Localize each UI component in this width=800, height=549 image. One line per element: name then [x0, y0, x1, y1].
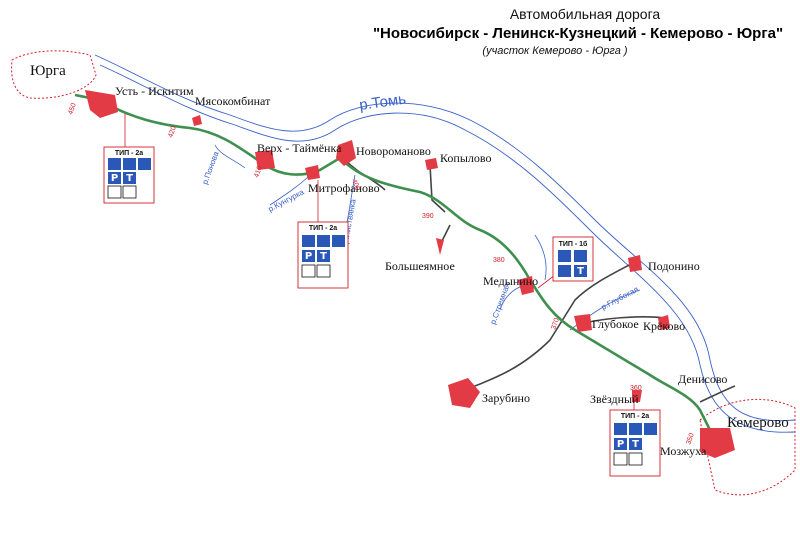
- label-kopylovo: Копылово: [440, 151, 491, 165]
- km-marker: 450: [67, 102, 78, 115]
- shop-icon: T: [320, 251, 327, 262]
- river-ponova-label: р.Понова: [200, 150, 220, 186]
- title-line-3: (участок Кемерово - Юрга ): [482, 45, 627, 57]
- km-marker: 420: [167, 125, 178, 138]
- river-ponova: [214, 144, 246, 169]
- settlement-krekovo: [658, 315, 670, 330]
- label-novoromanovo: Новороманово: [356, 144, 431, 158]
- km-marker: 350: [685, 432, 696, 445]
- km-marker: 390: [422, 213, 434, 220]
- river-medynino: [534, 234, 547, 281]
- label-podonino: Подонино: [648, 259, 700, 273]
- service-box-label: ТИП - 2а: [621, 413, 649, 420]
- service-box-label: ТИП - 2а: [115, 150, 143, 157]
- label-krekovo: Крёково: [643, 319, 685, 333]
- settlement-novoromanovo: [336, 140, 356, 166]
- label-bolsheyamnoe: Большеямное: [385, 259, 455, 273]
- service-box-label: ТИП - 1б: [559, 240, 588, 248]
- label-mozzhukha: Мозжуха: [660, 444, 707, 458]
- shop-icon: T: [632, 439, 639, 450]
- road-kopylovo: [429, 164, 446, 213]
- label-glubokoe: Глубокое: [592, 317, 639, 331]
- road-denisovo: [699, 385, 736, 403]
- settlement-medynino: [518, 276, 534, 295]
- km-marker: 400: [350, 178, 361, 191]
- kemerovo-city-border: [699, 398, 796, 496]
- service-box-label: ТИП - 2а: [309, 225, 337, 232]
- service-box: ТИП - 2а P T: [609, 409, 661, 477]
- label-denisovo: Денисово: [678, 372, 727, 386]
- title-line-2: "Новосибирск - Ленинск-Кузнецкий - Кемер…: [373, 25, 783, 42]
- shop-icon: T: [126, 173, 133, 184]
- label-myasokombinat: Мясокомбинат: [195, 94, 271, 108]
- label-mitrofanovo: Митрофаново: [308, 181, 380, 195]
- settlement-yurga: [85, 90, 118, 118]
- label-zarubino: Зарубино: [482, 391, 530, 405]
- title-line-1: Автомобильная дорога: [510, 6, 661, 22]
- label-zvezdny: Звёздный: [590, 392, 639, 406]
- settlement-bolsheyamnoe: [436, 238, 444, 255]
- river-tom-label: р.Томь: [358, 91, 407, 114]
- settlement-kopylovo: [425, 158, 438, 170]
- river-kungurka-label: р.Кунгурка: [267, 187, 306, 214]
- highway-yurga-kemerovo: [74, 93, 717, 441]
- km-marker: 360: [630, 385, 642, 392]
- parking-icon: P: [617, 439, 624, 450]
- settlement-glubokoe: [574, 314, 592, 332]
- river-glubokaya-label: р.Глубокая: [600, 285, 640, 312]
- settlement-zvezdny: [632, 390, 642, 402]
- parking-icon: P: [111, 173, 118, 184]
- km-marker: 410: [253, 165, 264, 178]
- river-kungurka: [269, 174, 311, 206]
- parking-icon: P: [305, 251, 312, 262]
- label-verkh-taimenka: Верх - Таймёнка: [257, 141, 342, 155]
- road-zarubino: [464, 261, 636, 391]
- shop-icon: T: [577, 266, 584, 277]
- settlement-zarubino: [448, 378, 480, 408]
- label-yurga: Юрга: [30, 63, 66, 79]
- label-kemerovo: Кемерово: [727, 415, 789, 431]
- service-box: ТИП - 1б T: [552, 236, 594, 282]
- service-box: ТИП - 2а P T: [297, 221, 349, 289]
- river-glubokaya: [569, 289, 641, 331]
- label-ust-iskitim: Усть - Искитим: [115, 84, 194, 98]
- river-stremnaya-label: р.Стремная: [488, 282, 511, 326]
- km-marker: 380: [493, 257, 505, 264]
- label-medynino: Медынино: [483, 274, 538, 288]
- settlement-verkh-taimenka: [255, 150, 275, 170]
- leader-line: [537, 274, 556, 289]
- settlement-myasokombinat: [192, 115, 202, 126]
- settlement-podonino: [628, 255, 642, 272]
- settlement-mitrofanovo: [305, 165, 320, 180]
- river-tom: [94, 54, 796, 433]
- yurga-city-border: [11, 50, 97, 99]
- km-marker: 370: [550, 317, 561, 330]
- service-box: ТИП - 2а P T: [103, 146, 155, 204]
- settlement-kemerovo: [700, 428, 735, 458]
